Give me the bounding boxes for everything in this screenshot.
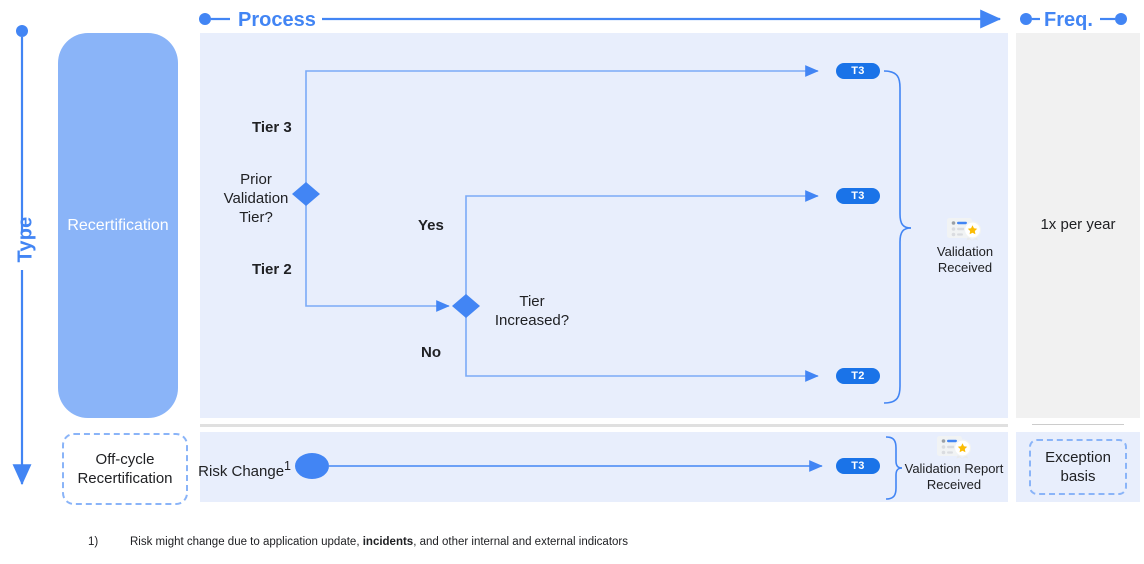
footnote-number: 1) xyxy=(88,536,99,548)
label-tier-increased: Tier Increased? xyxy=(494,293,570,330)
risk-change-superscript: 1 xyxy=(284,459,291,473)
risk-change-text: Risk Change xyxy=(198,463,285,480)
label-branch-yes: Yes xyxy=(418,217,444,234)
frequency-panel-annual: 1x per year xyxy=(1016,33,1140,418)
outcome-pill-t3-top: T3 xyxy=(836,63,880,79)
process-panel-offcycle xyxy=(200,432,1008,502)
process-axis-label: Process xyxy=(232,8,322,32)
label-branch-no: No xyxy=(421,344,441,361)
freq-axis: Freq. xyxy=(1014,8,1140,34)
label-validation-received: Validation Received xyxy=(936,244,994,276)
frequency-divider xyxy=(1032,424,1124,425)
label-branch-tier2: Tier 2 xyxy=(252,261,292,278)
frequency-panel-exception: Exception basis xyxy=(1016,432,1140,502)
label-risk-change: Risk Change1 xyxy=(195,458,291,481)
footnote: 1) Risk might change due to application u… xyxy=(88,536,628,548)
label-validation-report-received: Validation Report Received xyxy=(904,461,1004,493)
frequency-exception-label: Exception basis xyxy=(1045,448,1111,486)
outcome-pill-t3-mid: T3 xyxy=(836,188,880,204)
freq-axis-label: Freq. xyxy=(1040,8,1097,32)
frequency-annual-label: 1x per year xyxy=(1040,216,1116,234)
type-recertification-box: Recertification xyxy=(58,33,178,418)
process-panel-recertification xyxy=(200,33,1008,418)
outcome-pill-t2: T2 xyxy=(836,368,880,384)
type-recertification-label: Recertification xyxy=(67,216,169,234)
footnote-text-before: Risk might change due to application upd… xyxy=(130,536,363,548)
label-branch-tier3: Tier 3 xyxy=(252,119,292,136)
footnote-bold-term: incidents xyxy=(362,536,414,548)
exception-basis-box: Exception basis xyxy=(1029,439,1127,495)
type-offcycle-box: Off-cycle Recertification xyxy=(62,433,188,505)
type-offcycle-label: Off-cycle Recertification xyxy=(77,450,173,488)
type-axis: Type xyxy=(8,28,44,496)
validation-report-certificate-icon xyxy=(937,436,972,460)
type-axis-label: Type xyxy=(14,216,37,263)
footnote-text-after: , and other internal and external indica… xyxy=(413,536,629,548)
process-axis: Process xyxy=(196,8,1008,34)
outcome-pill-t3-bottom: T3 xyxy=(836,458,880,474)
validation-certificate-icon xyxy=(947,218,982,242)
panel-divider xyxy=(200,424,1008,427)
label-prior-validation-tier: Prior Validation Tier? xyxy=(223,171,289,227)
